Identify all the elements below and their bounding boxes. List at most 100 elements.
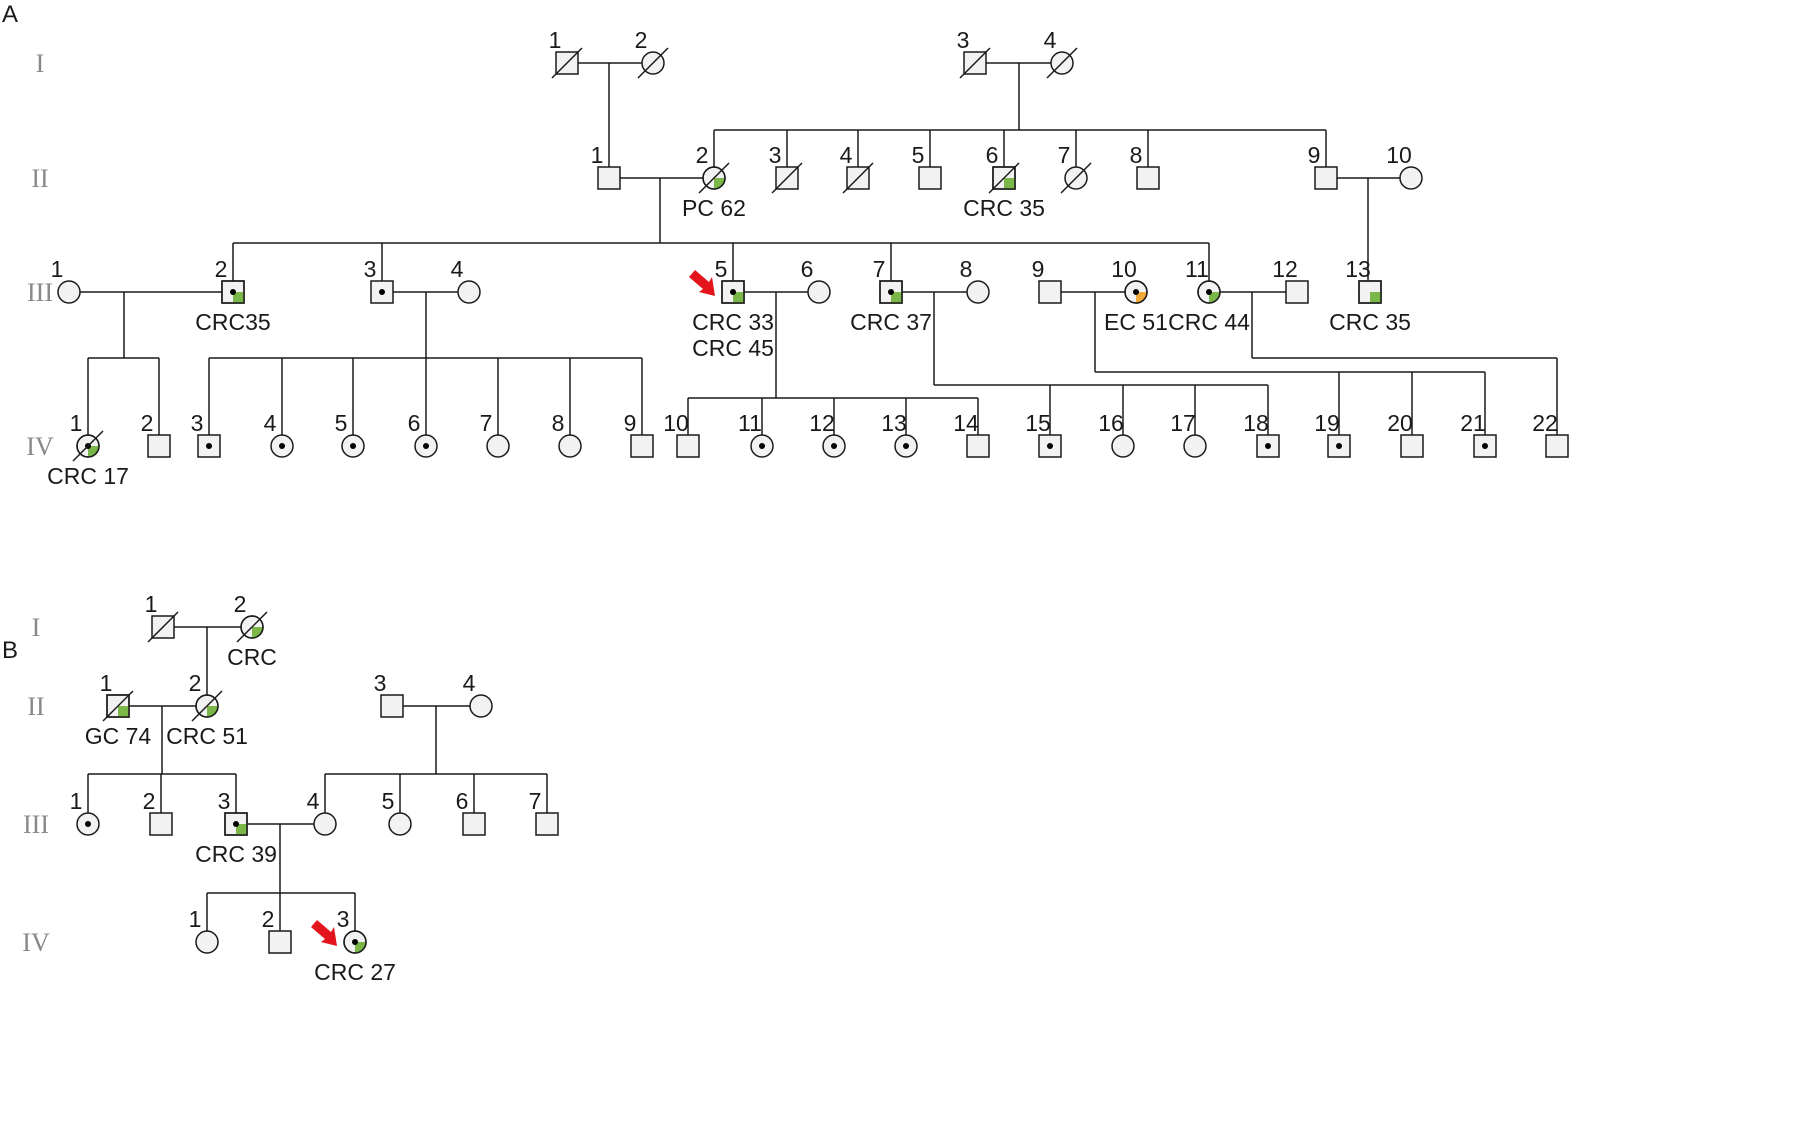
affected-quadrant bbox=[88, 446, 99, 457]
male-outline bbox=[106, 694, 130, 718]
pedigree-connecting-lines bbox=[80, 62, 1558, 931]
generation-label: II bbox=[27, 692, 44, 721]
individual-number: 14 bbox=[953, 410, 979, 436]
carrier-dot bbox=[379, 289, 385, 295]
female-individual: 17 bbox=[1170, 410, 1207, 458]
male-individual: 20 bbox=[1387, 410, 1424, 458]
female-individual: 7 bbox=[1058, 142, 1092, 194]
disease-annotation: CRC 51 bbox=[166, 723, 248, 749]
female-individual: 1 bbox=[70, 788, 100, 836]
affected-quadrant bbox=[1209, 292, 1220, 303]
individual-number: 15 bbox=[1025, 410, 1051, 436]
carrier-dot bbox=[1336, 443, 1342, 449]
male-individual: 3 bbox=[364, 256, 394, 304]
disease-annotation: CRC 39 bbox=[195, 841, 277, 867]
carrier-dot bbox=[206, 443, 212, 449]
female-individual: 4 bbox=[264, 410, 294, 458]
male-individual: 7 bbox=[529, 788, 559, 836]
individual-number: 16 bbox=[1098, 410, 1124, 436]
individual-number: 2 bbox=[262, 906, 275, 932]
male-individual: 1 bbox=[591, 142, 621, 190]
carrier-dot bbox=[1047, 443, 1053, 449]
male-individual: 9 bbox=[624, 410, 654, 458]
individual-number: 17 bbox=[1170, 410, 1196, 436]
affected-quadrant bbox=[1136, 292, 1147, 303]
male-outline bbox=[879, 280, 903, 304]
carrier-dot bbox=[350, 443, 356, 449]
individual-number: 2 bbox=[696, 142, 709, 168]
individual-number: 5 bbox=[912, 142, 925, 168]
female-outline bbox=[1197, 280, 1221, 304]
individual-number: 21 bbox=[1460, 410, 1486, 436]
individual-number: 1 bbox=[145, 591, 158, 617]
disease-annotation: CRC35 bbox=[195, 309, 270, 335]
proband-arrow bbox=[311, 920, 337, 946]
individual-number: 2 bbox=[141, 410, 154, 436]
disease-annotation: CRC 45 bbox=[692, 335, 774, 361]
individual-number: 13 bbox=[881, 410, 907, 436]
female-individual: 8 bbox=[552, 410, 582, 458]
individual-number: 5 bbox=[335, 410, 348, 436]
individual-number: 2 bbox=[635, 27, 648, 53]
female-outline bbox=[76, 434, 100, 458]
female-circle bbox=[457, 280, 481, 304]
panel-b-label: B bbox=[2, 637, 18, 664]
female-individual: 1 bbox=[51, 256, 81, 304]
individual-number: 12 bbox=[1272, 256, 1298, 282]
individual-number: 8 bbox=[1130, 142, 1143, 168]
proband-arrow bbox=[689, 270, 715, 296]
generation-label: IV bbox=[26, 432, 54, 461]
male-square bbox=[1545, 434, 1569, 458]
individual-number: 3 bbox=[337, 906, 350, 932]
individual-number: 4 bbox=[1044, 27, 1057, 53]
female-circle bbox=[1399, 166, 1423, 190]
carrier-dot bbox=[352, 939, 358, 945]
disease-annotation: CRC 17 bbox=[47, 463, 129, 489]
male-individual: 22 bbox=[1532, 410, 1569, 458]
female-individual: 5 bbox=[382, 788, 412, 836]
female-circle bbox=[807, 280, 831, 304]
male-individual: 18 bbox=[1243, 410, 1280, 458]
individual-number: 11 bbox=[738, 410, 762, 436]
female-individual: 4 bbox=[307, 788, 337, 836]
male-individual: 12 bbox=[1272, 256, 1309, 304]
individual-number: 1 bbox=[51, 256, 64, 282]
individual-number: 19 bbox=[1314, 410, 1340, 436]
carrier-dot bbox=[1482, 443, 1488, 449]
individual-number: 3 bbox=[374, 670, 387, 696]
individual-number: 1 bbox=[70, 788, 83, 814]
individual-number: 9 bbox=[1032, 256, 1045, 282]
male-square bbox=[1285, 280, 1309, 304]
male-square bbox=[597, 166, 621, 190]
male-individual: 1GC 74 bbox=[85, 670, 152, 749]
affected-quadrant bbox=[1370, 292, 1381, 303]
individual-number: 10 bbox=[1111, 256, 1137, 282]
male-square bbox=[268, 930, 292, 954]
individual-number: 6 bbox=[456, 788, 469, 814]
individual-number: 4 bbox=[463, 670, 476, 696]
female-circle bbox=[469, 694, 493, 718]
male-outline bbox=[721, 280, 745, 304]
female-individual: 13 bbox=[881, 410, 918, 458]
carrier-dot bbox=[903, 443, 909, 449]
carrier-dot bbox=[233, 821, 239, 827]
individual-number: 1 bbox=[591, 142, 604, 168]
deceased-slash bbox=[147, 611, 179, 643]
male-individual: 15 bbox=[1025, 410, 1062, 458]
male-individual: 2 bbox=[143, 788, 173, 836]
male-individual: 9 bbox=[1308, 142, 1338, 190]
male-individual: 3 bbox=[769, 142, 803, 194]
affected-quadrant bbox=[233, 292, 244, 303]
female-individual: 2 bbox=[635, 27, 669, 79]
generation-label: II bbox=[31, 164, 48, 193]
carrier-dot bbox=[230, 289, 236, 295]
female-circle bbox=[966, 280, 990, 304]
deceased-slash bbox=[191, 690, 223, 722]
female-individual: 6 bbox=[408, 410, 438, 458]
individual-number: 11 bbox=[1185, 256, 1209, 282]
individual-number: 6 bbox=[986, 142, 999, 168]
